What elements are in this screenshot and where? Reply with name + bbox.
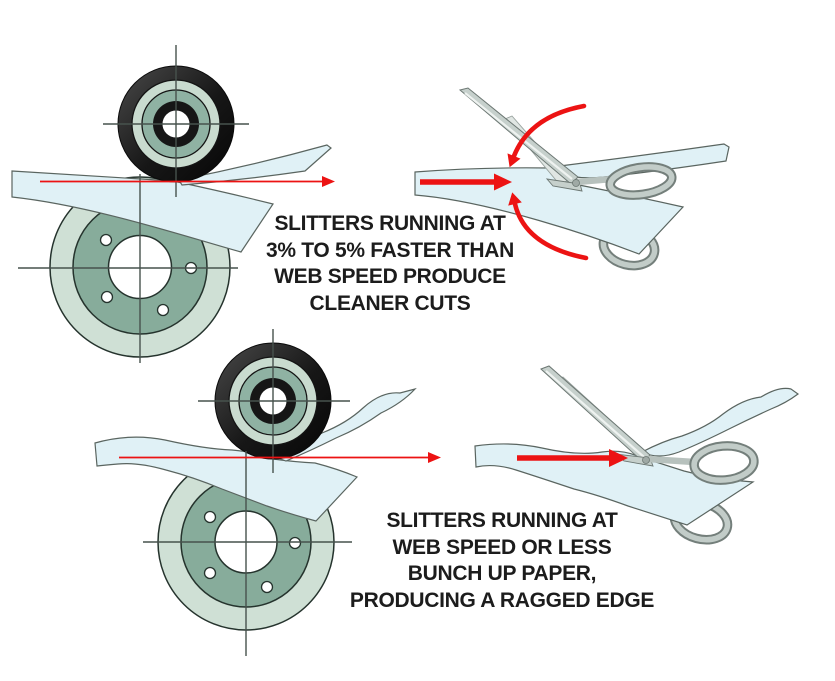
scissors-upper-arm <box>576 175 613 186</box>
caption-line: PRODUCING A RAGGED EDGE <box>349 588 655 612</box>
bolt-hole <box>203 510 217 524</box>
arrow-head <box>507 153 521 168</box>
bolt-hole <box>288 536 302 550</box>
web-direction-arrow-thin <box>119 452 441 463</box>
slitter-assembly-fast <box>11 45 335 363</box>
caption-faster-slitters: SLITTERS RUNNING AT 3% TO 5% FASTER THAN… <box>230 211 550 317</box>
caption-line: SLITTERS RUNNING AT <box>386 509 618 532</box>
scissors-clean-cut <box>414 87 730 271</box>
caption-line: BUNCH UP PAPER, <box>407 562 597 586</box>
paper-cut-strip-clean <box>551 143 730 179</box>
caption-line: WEB SPEED OR LESS <box>392 535 612 559</box>
rotation-arrow-lower <box>508 192 589 261</box>
arrow-head <box>508 192 522 206</box>
arrow-arc <box>511 103 587 159</box>
caption-slower-slitters: SLITTERS RUNNING AT WEB SPEED OR LESS BU… <box>342 508 662 614</box>
scissors-pivot <box>572 179 580 187</box>
center-crosshairs <box>18 45 249 363</box>
scissors-upper-arm <box>647 455 695 466</box>
handle-loop <box>607 164 675 198</box>
handle-loop <box>691 443 757 483</box>
blade-highlight <box>545 370 645 458</box>
paper-cut-strip-ragged <box>640 387 800 457</box>
scissors-handle-upper <box>605 162 677 200</box>
caption-line: 3% TO 5% FASTER THAN <box>266 238 514 262</box>
web-direction-arrow-thick <box>517 449 628 467</box>
bolt-hole <box>99 233 113 247</box>
slitter-assembly-slow <box>94 329 441 656</box>
caption-line: WEB SPEED PRODUCE <box>274 265 506 289</box>
scissors-ragged-edge <box>474 365 800 545</box>
arrow-head <box>322 176 335 187</box>
center-crosshairs <box>143 329 352 656</box>
paper-web-lower <box>11 170 274 253</box>
scissors-handle-upper <box>689 441 759 485</box>
paper-web-clean <box>414 167 685 255</box>
caption-line: SLITTERS RUNNING AT <box>274 212 506 235</box>
web-direction-arrow-thick <box>420 173 512 191</box>
scissors-pivot <box>642 456 650 464</box>
blade-tip-through-paper <box>545 178 583 192</box>
rotation-arrow-upper <box>507 103 587 168</box>
bolt-hole <box>100 290 114 304</box>
caption-line: CLEANER CUTS <box>309 291 471 315</box>
bolt-hole <box>260 580 274 594</box>
arrow-head <box>494 173 512 191</box>
blade-highlight <box>464 92 573 180</box>
bolt-hole <box>203 566 217 580</box>
bolt-hole <box>156 303 170 317</box>
arrow-head <box>609 449 628 467</box>
arrow-head <box>428 452 441 463</box>
web-direction-arrow-thin <box>40 176 335 187</box>
arrow-arc <box>512 201 589 261</box>
